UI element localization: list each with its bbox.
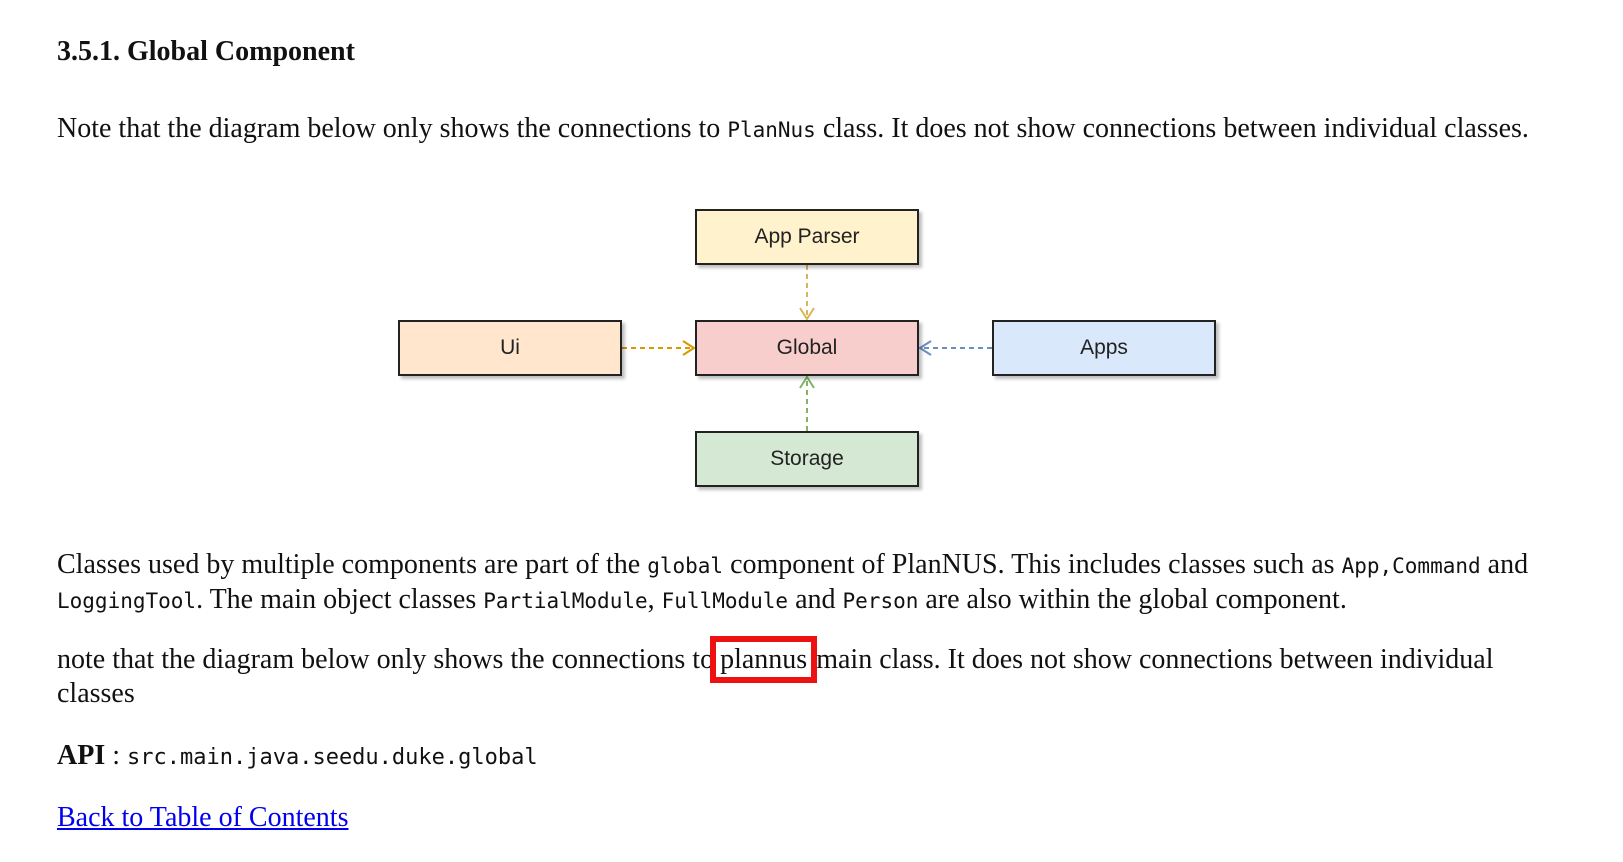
note-text-before: note that the diagram below only shows t… bbox=[57, 644, 715, 675]
intro-text-before: Note that the diagram below only shows t… bbox=[57, 113, 728, 144]
box-global: Global bbox=[695, 320, 919, 376]
intro-code-plannus: PlanNus bbox=[727, 118, 816, 142]
desc-code-app-command: App,Command bbox=[1341, 554, 1481, 578]
desc-code-loggingtool: LoggingTool bbox=[57, 589, 197, 613]
desc-code-global: global bbox=[647, 554, 724, 578]
api-separator: : bbox=[105, 740, 128, 771]
desc-text-2: component of PlanNUS. This includes clas… bbox=[723, 549, 1342, 580]
desc-code-partialmodule: PartialModule bbox=[483, 589, 648, 613]
intro-text-after: class. It does not show connections betw… bbox=[815, 113, 1529, 144]
box-ui: Ui bbox=[398, 320, 622, 376]
global-component-diagram: App Parser Ui Global Apps Storage bbox=[398, 209, 1216, 487]
desc-text-7: are also within the global component. bbox=[918, 584, 1347, 615]
note-text-after: main class. It does not show connections… bbox=[57, 644, 1494, 709]
diagram-connectors bbox=[622, 265, 992, 431]
api-path: src.main.java.seedu.duke.global bbox=[127, 745, 538, 770]
arrowhead-ui-to-global bbox=[682, 340, 696, 356]
highlighted-plannus-word: plannus bbox=[710, 636, 818, 683]
desc-text-1: Classes used by multiple components are … bbox=[57, 549, 648, 580]
api-line: API : src.main.java.seedu.duke.global bbox=[57, 739, 538, 775]
desc-text-5: , bbox=[647, 584, 662, 615]
desc-text-3: and bbox=[1480, 549, 1529, 580]
note-paragraph: note that the diagram below only shows t… bbox=[57, 636, 1567, 711]
arrowhead-apps-to-global bbox=[918, 340, 932, 356]
desc-text-4: . The main object classes bbox=[196, 584, 484, 615]
description-paragraph: Classes used by multiple components are … bbox=[57, 548, 1597, 618]
arrowhead-storage-to-global bbox=[799, 375, 815, 389]
desc-text-6: and bbox=[788, 584, 843, 615]
back-link-line: Back to Table of Contents bbox=[57, 801, 348, 835]
section-heading: 3.5.1. Global Component bbox=[57, 36, 355, 67]
intro-paragraph: Note that the diagram below only shows t… bbox=[57, 112, 1567, 147]
back-to-toc-link[interactable]: Back to Table of Contents bbox=[57, 802, 349, 833]
arrowhead-parser-to-global bbox=[799, 307, 815, 321]
box-storage: Storage bbox=[695, 431, 919, 487]
desc-code-fullmodule: FullModule bbox=[661, 589, 789, 613]
box-apps: Apps bbox=[992, 320, 1216, 376]
box-app-parser: App Parser bbox=[695, 209, 919, 265]
desc-code-person: Person bbox=[842, 589, 919, 613]
api-label: API bbox=[57, 740, 106, 771]
